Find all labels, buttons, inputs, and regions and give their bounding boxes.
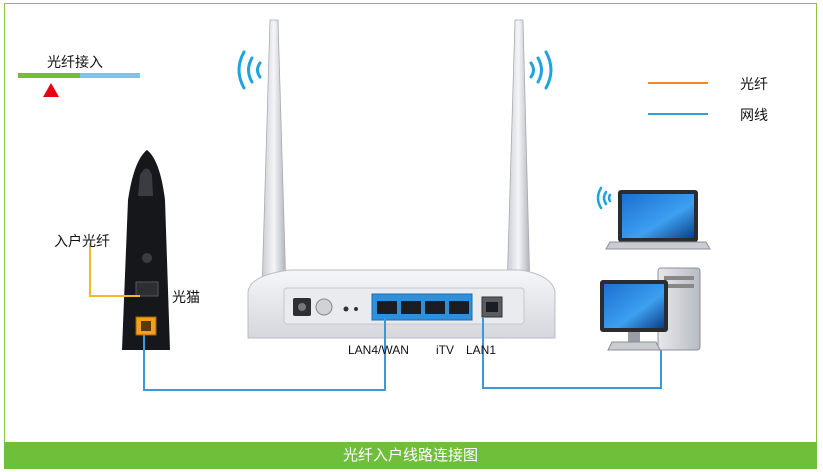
laptop-screen — [622, 194, 694, 238]
router — [247, 269, 556, 339]
port-label-lan1: LAN1 — [466, 343, 497, 357]
cable-modem-to-wan — [143, 318, 386, 391]
legend-network-label: 网线 — [740, 108, 768, 124]
reset-button — [315, 298, 333, 316]
modem-label: 光猫 — [172, 290, 200, 306]
lan1-port — [449, 301, 469, 314]
router-antenna-right — [506, 19, 531, 291]
desktop-pc — [600, 267, 701, 351]
laptop — [605, 190, 711, 250]
badge-blue-bar — [80, 73, 140, 78]
legend-fiber-label: 光纤 — [740, 77, 768, 93]
wifi-right-icon — [529, 50, 553, 90]
port-label-lan4-wan: LAN4/WAN — [348, 343, 409, 357]
lan2-port — [425, 301, 445, 314]
wifi-left-icon — [237, 50, 262, 90]
cable-lan1-to-pc — [482, 318, 662, 389]
fiber-access-badge — [18, 73, 140, 97]
fiber-access-label: 光纤接入 — [47, 55, 103, 71]
port-label-itv: iTV — [436, 343, 454, 357]
warning-triangle-icon — [43, 83, 59, 97]
badge-green-bar — [18, 73, 80, 78]
wifi-laptop-icon — [596, 186, 612, 210]
footer-caption: 光纤入户线路连接图 — [342, 446, 478, 464]
fiber-in-label: 入户光纤 — [54, 234, 110, 250]
pc-screen — [604, 284, 664, 328]
optical-modem — [122, 150, 170, 350]
lan3-port — [401, 301, 421, 314]
footer-caption-bar: 光纤入户线路连接图 — [4, 442, 817, 469]
lan4-wan-port — [377, 301, 397, 314]
fiber-cable — [89, 243, 140, 297]
router-antenna-left — [261, 19, 287, 291]
